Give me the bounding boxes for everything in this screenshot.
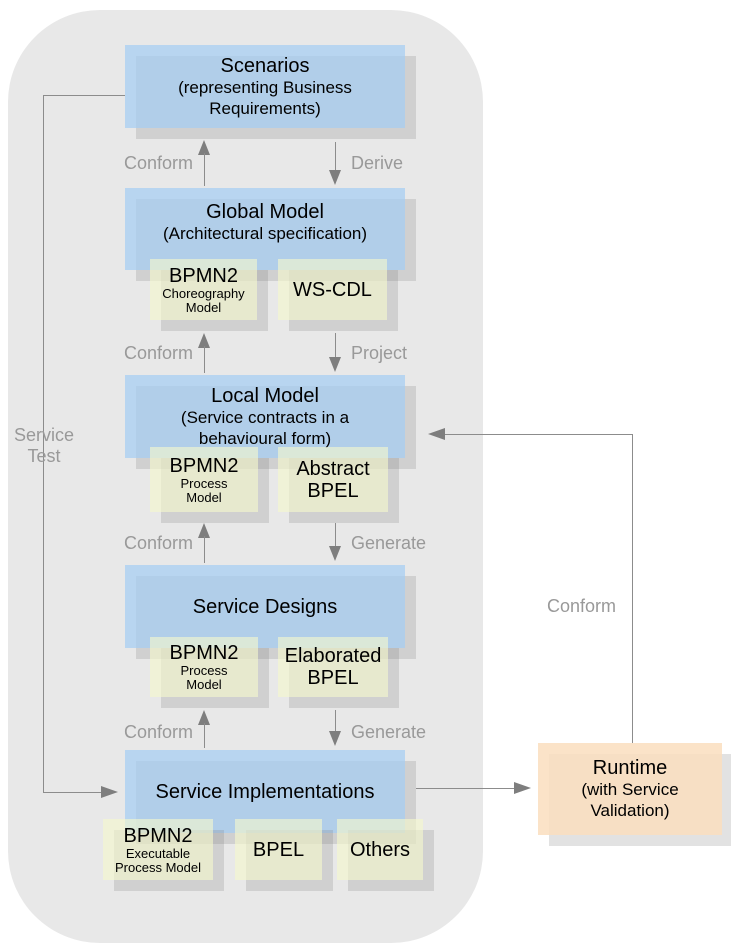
global-model-subtitle: (Architectural specification) <box>162 223 368 243</box>
conform-arrow-line-4 <box>204 723 205 748</box>
service-designs-title: Service Designs <box>192 595 338 618</box>
conform-arrow-line-1 <box>204 153 205 186</box>
generate-label-1: Generate <box>351 533 427 553</box>
service-test-line-bottom <box>43 792 101 793</box>
runtime-subtitle-line2: Validation) <box>590 801 670 820</box>
conform-label-2: Conform <box>124 343 194 363</box>
si-bpmn2-sub1: Executable <box>125 845 191 861</box>
generate-arrow-line-2 <box>335 710 336 733</box>
lm-abstract-bpel-line2: BPEL <box>307 479 359 502</box>
conform-runtime-label: Conform <box>547 596 617 616</box>
conform-arrowhead-1-icon <box>198 140 210 155</box>
conform-arrowhead-4-icon <box>198 710 210 725</box>
service-test-label: Service Test <box>9 425 79 467</box>
conform-label-1: Conform <box>124 153 194 173</box>
service-test-arrowhead-icon <box>101 786 118 798</box>
si-others-title: Others <box>349 838 411 861</box>
scenarios-box: Scenarios (representing Business Require… <box>125 45 405 128</box>
lm-abstract-bpel-line1: Abstract <box>296 457 370 480</box>
gm-bpmn2-sub1: Choreography <box>162 285 245 301</box>
lm-bpmn2-sub2: Model <box>186 489 222 505</box>
service-test-line-top <box>43 95 125 96</box>
gm-bpmn2-sub2: Model <box>185 299 222 315</box>
sd-elaborated-bpel-line1: Elaborated <box>284 645 382 667</box>
scenarios-subtitle-line2: Requirements) <box>209 98 321 118</box>
conform-label-3: Conform <box>124 533 194 553</box>
lm-abstract-bpel-box: Abstract BPEL <box>278 447 388 512</box>
sd-bpmn2-sub1: Process <box>180 663 228 678</box>
local-model-subtitle-line2: behavioural form) <box>198 428 332 448</box>
project-arrow-line <box>335 333 336 359</box>
derive-arrowhead-icon <box>329 170 341 185</box>
si-others-box: Others <box>337 819 423 880</box>
runtime-conform-arrowhead-icon <box>428 428 445 440</box>
lm-bpmn2-sub1: Process <box>180 475 228 491</box>
service-designs-box: Service Designs <box>125 565 405 648</box>
gm-bpmn2-title: BPMN2 <box>169 264 238 287</box>
conform-arrowhead-3-icon <box>198 523 210 538</box>
generate-arrow-line-1 <box>335 523 336 548</box>
conform-arrow-line-2 <box>204 346 205 373</box>
service-test-line-vertical <box>43 95 44 792</box>
sd-bpmn2-sub2: Model <box>186 677 222 692</box>
gm-wscdl-title: WS-CDL <box>293 278 372 301</box>
si-bpmn2-title: BPMN2 <box>123 824 193 847</box>
derive-label: Derive <box>351 153 404 173</box>
service-test-label-line1: Service <box>13 425 75 445</box>
sd-bpmn2-box: BPMN2 Process Model <box>150 637 258 697</box>
project-arrowhead-icon <box>329 357 341 372</box>
generate-label-2: Generate <box>351 722 427 742</box>
runtime-conform-line-horizontal <box>445 434 632 435</box>
runtime-box: Runtime (with Service Validation) <box>538 743 722 835</box>
global-model-box: Global Model (Architectural specificatio… <box>125 188 405 270</box>
scenarios-title: Scenarios <box>220 54 310 77</box>
si-bpmn2-sub2: Process Model <box>115 859 201 875</box>
conform-arrowhead-2-icon <box>198 333 210 348</box>
sd-bpmn2-title: BPMN2 <box>169 642 239 664</box>
scenarios-subtitle-line1: (representing Business <box>178 77 352 97</box>
local-model-box: Local Model (Service contracts in a beha… <box>125 375 405 458</box>
implementations-to-runtime-line <box>416 788 515 789</box>
runtime-subtitle-line1: (with Service <box>581 780 679 799</box>
generate-arrowhead-2-icon <box>329 731 341 746</box>
conform-label-4: Conform <box>124 722 194 742</box>
derive-arrow-line <box>335 142 336 172</box>
si-bpel-box: BPEL <box>235 819 322 880</box>
service-implementations-title: Service Implementations <box>155 780 375 803</box>
lm-bpmn2-title: BPMN2 <box>169 454 239 477</box>
project-label: Project <box>351 343 408 363</box>
sd-elaborated-bpel-box: Elaborated BPEL <box>278 637 388 697</box>
gm-bpmn2-box: BPMN2 Choreography Model <box>150 259 257 320</box>
local-model-title: Local Model <box>211 384 319 407</box>
runtime-conform-line-vertical <box>632 434 633 743</box>
si-bpmn2-box: BPMN2 Executable Process Model <box>103 819 213 880</box>
sd-elaborated-bpel-line2: BPEL <box>307 667 359 689</box>
local-model-subtitle-line1: (Service contracts in a <box>180 407 350 427</box>
si-bpel-title: BPEL <box>252 838 305 861</box>
gm-wscdl-box: WS-CDL <box>278 259 387 320</box>
runtime-title: Runtime <box>592 757 668 779</box>
implementations-to-runtime-arrowhead-icon <box>514 782 531 794</box>
lm-bpmn2-box: BPMN2 Process Model <box>150 447 258 512</box>
conform-arrow-line-3 <box>204 536 205 563</box>
service-test-label-line2: Test <box>27 446 61 466</box>
generate-arrowhead-1-icon <box>329 546 341 561</box>
global-model-title: Global Model <box>206 200 324 223</box>
